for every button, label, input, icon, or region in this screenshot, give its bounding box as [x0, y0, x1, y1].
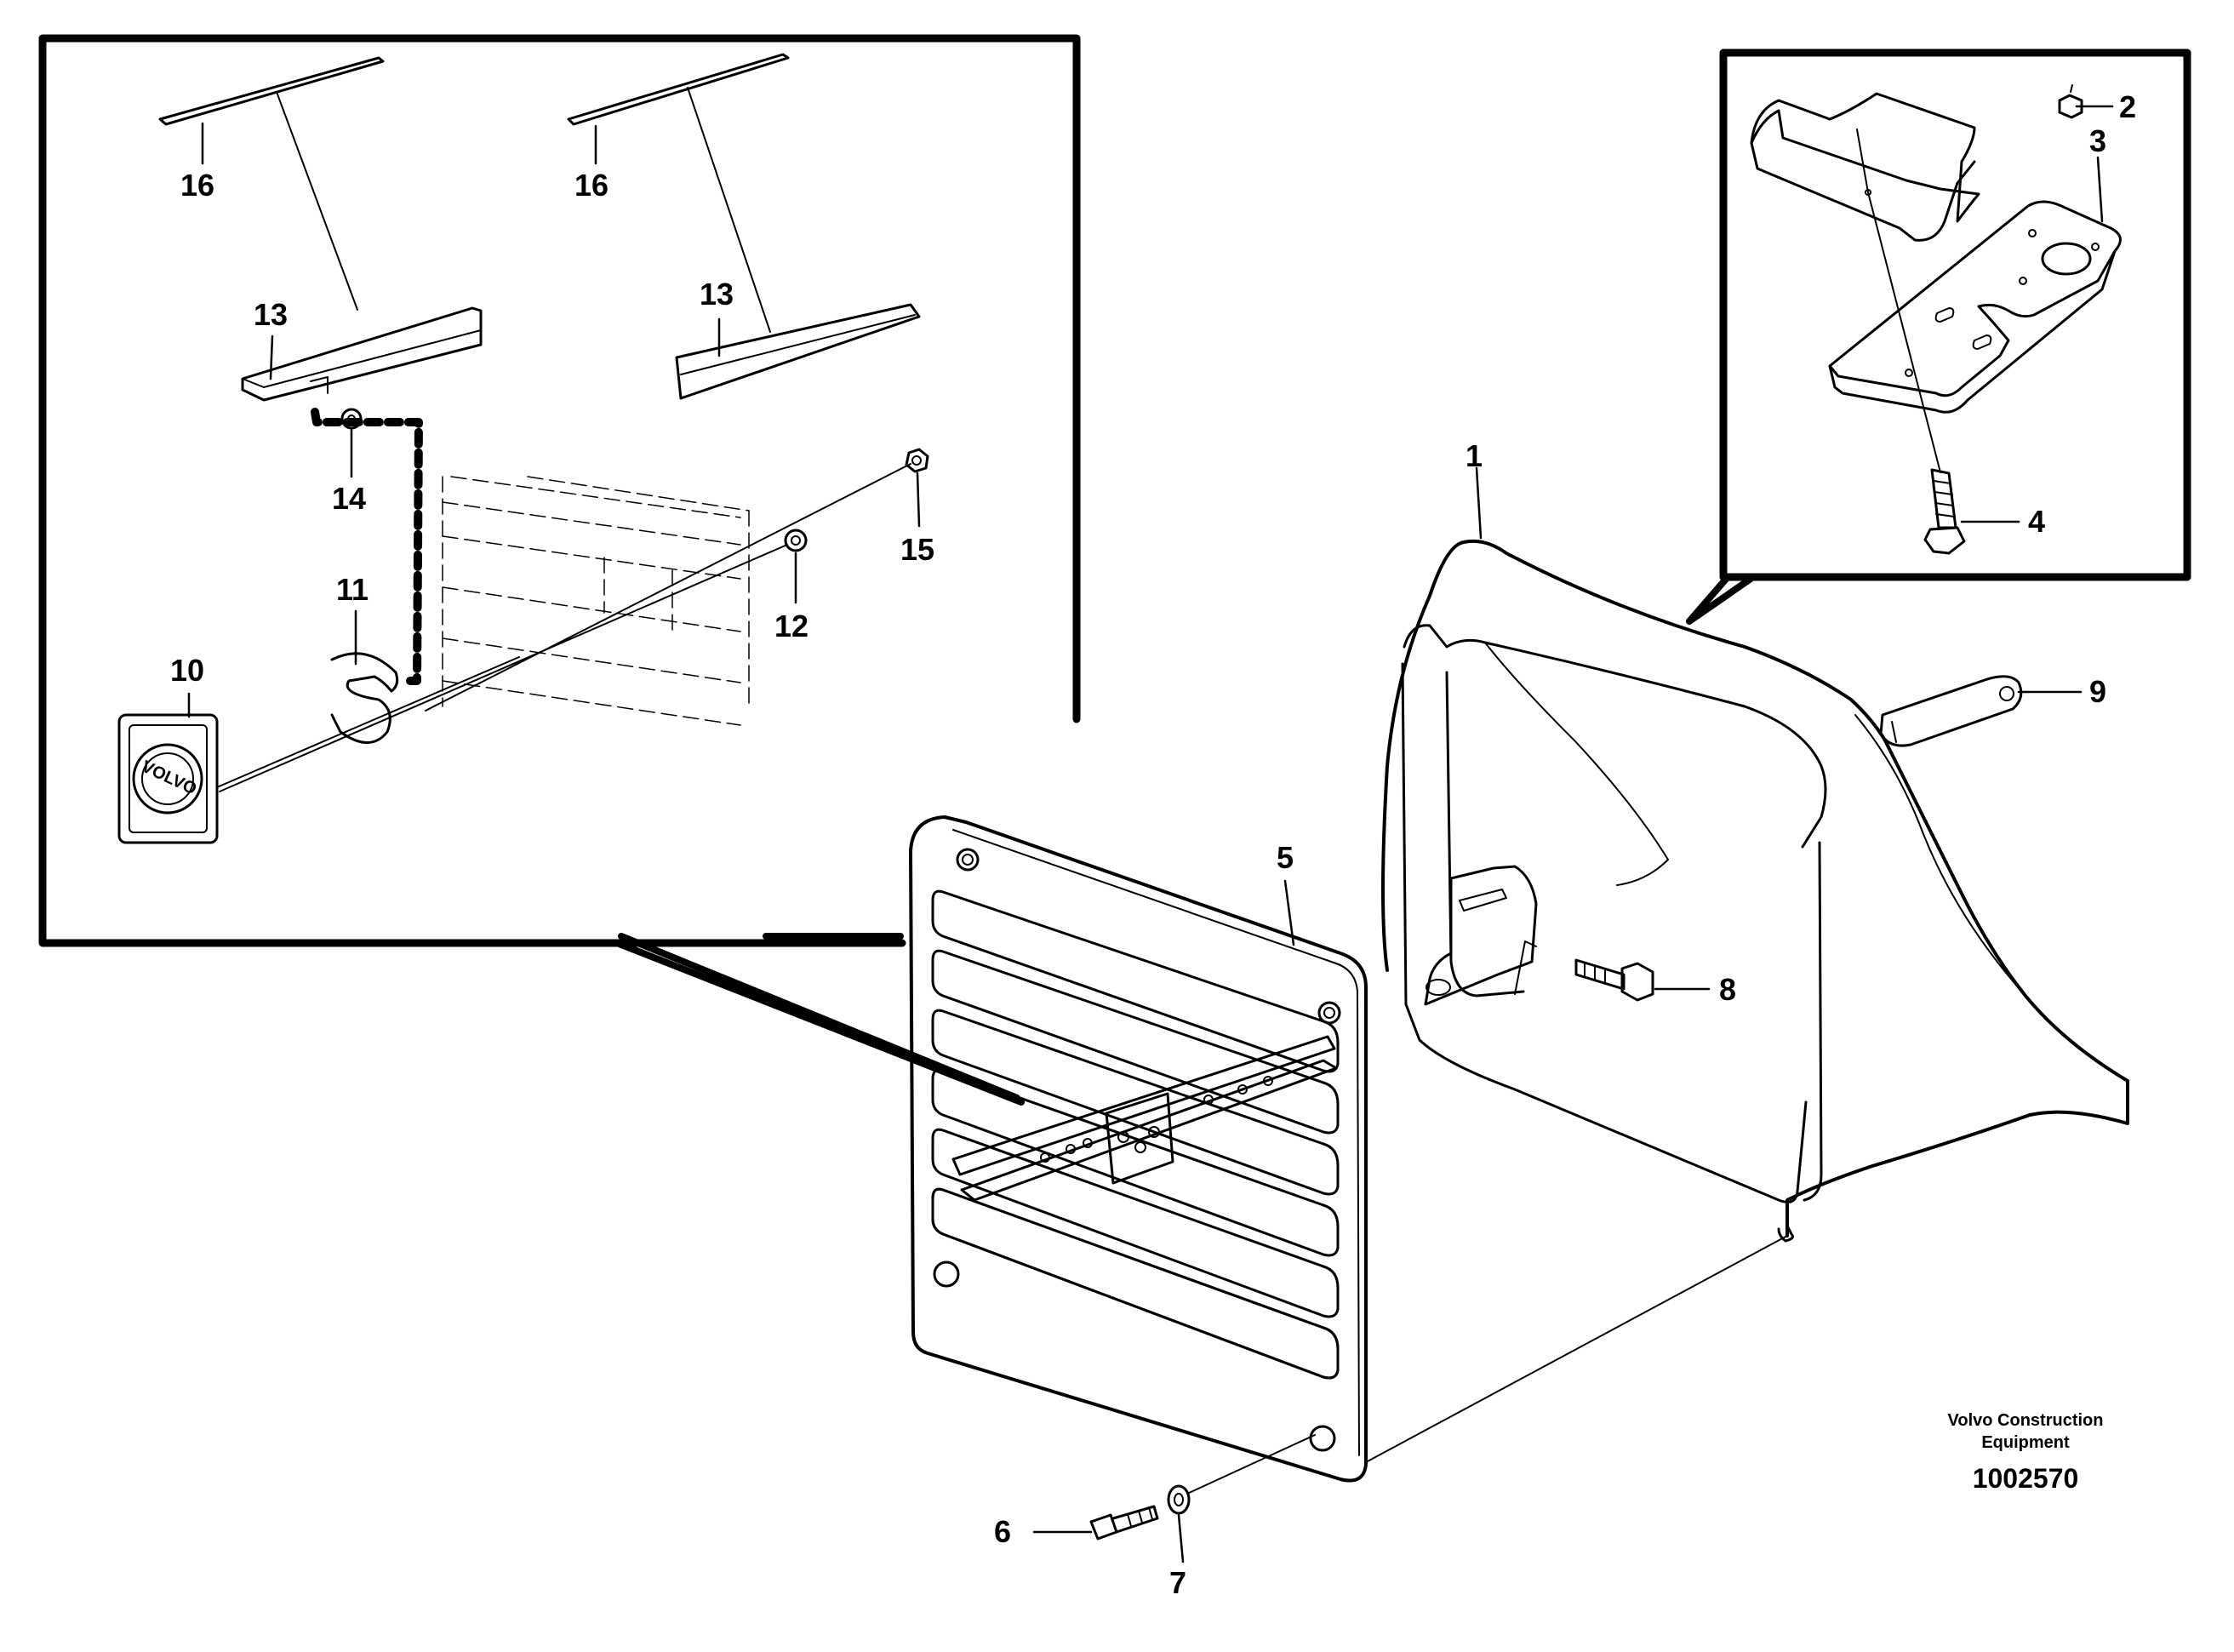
- callout-16-left: 16: [180, 168, 214, 203]
- part-7-washer: [1167, 1434, 1316, 1515]
- part-8-bolt: [1574, 958, 1654, 1002]
- callout-2: 2: [2119, 89, 2136, 124]
- callout-1: 1: [1466, 438, 1483, 473]
- credit-line-1: Volvo Construction: [1948, 1411, 2104, 1430]
- part-1-housing: [1381, 539, 2129, 1243]
- callout-5: 5: [1277, 840, 1294, 875]
- part-3-bracket-plate: [1828, 200, 2122, 414]
- callout-16-right: 16: [574, 168, 608, 203]
- callout-3: 3: [2089, 123, 2106, 158]
- callout-12: 12: [774, 609, 808, 643]
- part-4-bolt: [1923, 468, 1966, 555]
- callout-7: 7: [1169, 1565, 1186, 1600]
- part-16-strip-left: [158, 56, 385, 311]
- grille-ghost-outline: [442, 476, 750, 726]
- callout-13-left: 13: [254, 297, 288, 332]
- bracket-upper: [1750, 92, 1980, 242]
- callout-11: 11: [336, 572, 369, 607]
- mounting-guide-dashed: [311, 408, 423, 685]
- part-14-washer: [340, 408, 363, 430]
- part-13-rail-right: [675, 303, 921, 400]
- part-13-rail-left: [241, 306, 483, 402]
- right-detail-guide-lines: [1856, 129, 1941, 473]
- x-bracket: [951, 1035, 1338, 1202]
- part-2-nut: [2058, 84, 2083, 119]
- part-5-grille-panel: [909, 815, 1368, 1483]
- part-12-star-washer: [219, 529, 808, 792]
- assembly-guide-lines: [1365, 1235, 1788, 1463]
- manufacturer-credit: Volvo Construction Equipment 1002570: [1948, 1411, 2104, 1494]
- callout-4: 4: [2028, 504, 2045, 539]
- part-6-screw: [1089, 1505, 1159, 1541]
- leader-lines: [187, 105, 2114, 1563]
- part-9-hinge-arm: [1879, 675, 2023, 747]
- callout-15: 15: [900, 532, 934, 567]
- credit-line-2: Equipment: [1981, 1433, 2070, 1452]
- callout-labels: 1 2 3 4 5 6 7 8 9 10 11 12 13 13 14 15 1…: [170, 89, 2136, 1600]
- drawing-number: 1002570: [1973, 1463, 2079, 1494]
- detail-frame-right: [1686, 49, 2191, 625]
- part-15-nut: [425, 448, 929, 712]
- callout-9: 9: [2089, 674, 2106, 709]
- callout-6: 6: [994, 1514, 1011, 1549]
- callout-13-right: 13: [700, 277, 734, 312]
- callout-8: 8: [1719, 972, 1736, 1007]
- part-11-clip: [330, 652, 399, 744]
- callout-10: 10: [170, 653, 204, 688]
- emblem-logo-text: VOLVO: [139, 757, 199, 799]
- part-16-strip-right: [567, 53, 790, 333]
- callout-14: 14: [332, 481, 366, 516]
